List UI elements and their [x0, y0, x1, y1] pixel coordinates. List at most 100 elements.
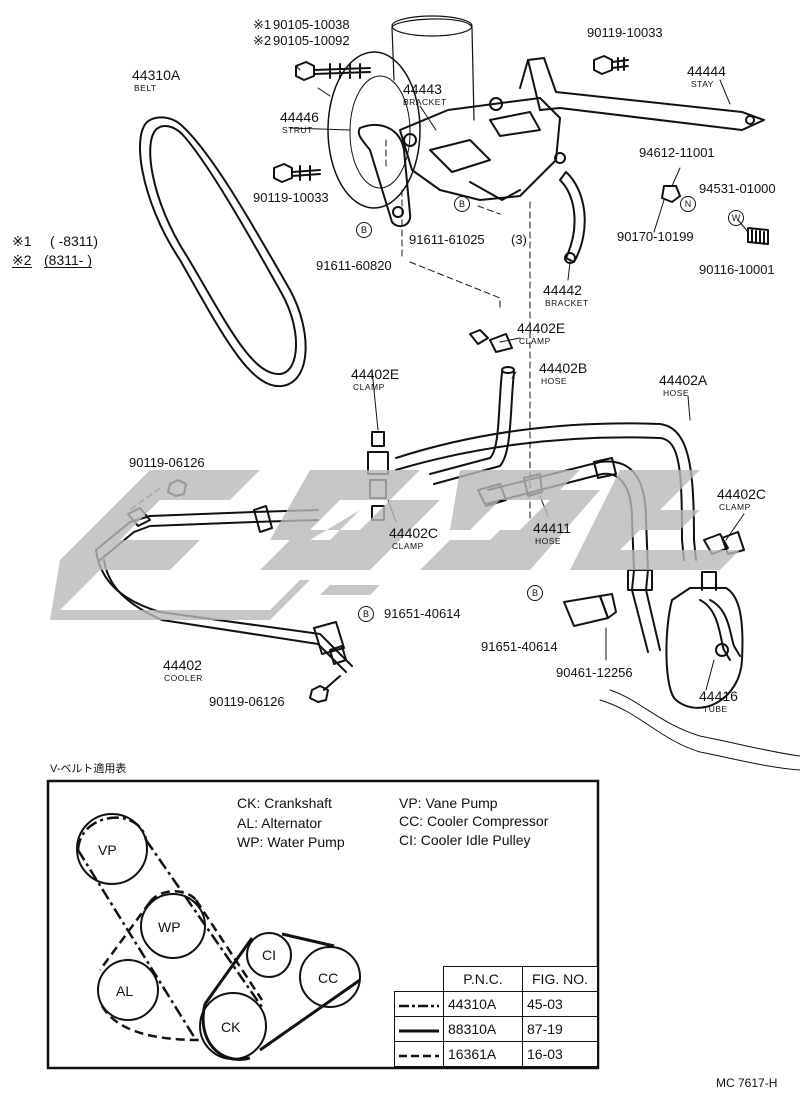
- belt-drawing: [139, 116, 307, 388]
- pnc-header-fig: FIG. NO.: [522, 966, 598, 992]
- pnc-row: 44310A 45-03: [394, 991, 598, 1017]
- bolt-06126-top-part-number[interactable]: 90119-06126: [129, 455, 205, 470]
- hose-b-part-name: HOSE: [541, 376, 568, 386]
- stay-drawing: [519, 57, 765, 131]
- clamp-c2-part-number[interactable]: 44402C: [389, 525, 439, 541]
- abbr-al: AL: Alternator: [237, 815, 322, 831]
- engine-outline: [599, 689, 800, 771]
- belt-part-number[interactable]: 44310A: [132, 67, 181, 83]
- clamps-drawing: [367, 329, 745, 627]
- bracket-44443-part-number[interactable]: 44443: [403, 81, 442, 97]
- marker-b-2: B: [454, 196, 470, 212]
- tube-part-number[interactable]: 44416: [699, 688, 738, 704]
- pump-pulley-drawing: [327, 51, 421, 209]
- bolt-b-part-number[interactable]: 90119-10033: [253, 190, 329, 205]
- variant-1-mark: ※1: [12, 233, 32, 249]
- washer-94531-part-number[interactable]: 94531-01000: [699, 181, 776, 196]
- marker-b-3: B: [358, 606, 374, 622]
- reservoir-drawing: [391, 15, 475, 121]
- hose-b-part-number[interactable]: 44402B: [539, 360, 588, 376]
- figure-code: MC 7617-H: [716, 1076, 778, 1090]
- cooler-part-name: COOLER: [164, 673, 203, 683]
- fig-cell[interactable]: 45-03: [522, 991, 598, 1017]
- pulley-ci-label: CI: [262, 947, 276, 963]
- line-sample-dash-dot: [394, 991, 444, 1017]
- abbr-wp: WP: Water Pump: [237, 834, 345, 850]
- bracket-44442-part-number[interactable]: 44442: [543, 282, 582, 298]
- pnc-header-blank: [394, 966, 444, 992]
- pnc-header-row: P.N.C. FIG. NO.: [394, 966, 598, 992]
- bracket-44443-part-name: BRACKET: [403, 97, 447, 107]
- hose-a-part-name: HOSE: [663, 388, 690, 398]
- bracket-44443-drawing: [399, 97, 566, 201]
- marker-b-1: B: [356, 222, 372, 238]
- stud-90116-part-number[interactable]: 90116-10001: [699, 262, 775, 277]
- pnc-table: P.N.C. FIG. NO. 44310A 45-03 88310A 87-1…: [394, 966, 598, 1067]
- clamp-c1-part-number[interactable]: 44402C: [717, 486, 767, 502]
- clamp-e1-part-number[interactable]: 44402E: [517, 320, 566, 336]
- pnc-row: 88310A 87-19: [394, 1016, 598, 1042]
- bolt-91651-b-part-number[interactable]: 91651-40614: [481, 639, 558, 654]
- line-sample-dashed: [394, 1041, 444, 1067]
- hose-44411-part-name: HOSE: [535, 536, 562, 546]
- fig-cell[interactable]: 87-19: [522, 1016, 598, 1042]
- bolt-a-variant2-mark: ※2: [253, 33, 272, 48]
- pnc-cell[interactable]: 88310A: [443, 1016, 523, 1042]
- bracket-44442-part-name: BRACKET: [545, 298, 589, 308]
- hose-a-part-number[interactable]: 44402A: [659, 372, 708, 388]
- variant-2-range: (8311- ): [44, 252, 92, 268]
- bolt-91611-61025-part-number[interactable]: 91611-61025: [409, 232, 485, 247]
- bracket-44442-drawing: [559, 171, 586, 264]
- bolt-06126-bottom-part-number[interactable]: 90119-06126: [209, 694, 285, 709]
- legend-title: V-ベルト適用表: [50, 763, 127, 775]
- stay-part-name: STAY: [691, 79, 714, 89]
- marker-b-4: B: [527, 585, 543, 601]
- clamp-e2-part-name: CLAMP: [353, 382, 385, 392]
- clamp-90461-part-number[interactable]: 90461-12256: [556, 665, 633, 680]
- clamp-c2-part-name: CLAMP: [392, 541, 424, 551]
- hose-44402b-drawing: [429, 366, 515, 485]
- belt-part-name: BELT: [134, 83, 157, 93]
- marker-n: N: [680, 196, 696, 212]
- legend-box: [46, 779, 600, 1070]
- nut-94612-part-number[interactable]: 94612-11001: [639, 145, 715, 160]
- abbr-ci: CI: Cooler Idle Pulley: [399, 832, 531, 848]
- variant-2-mark: ※2: [12, 252, 32, 268]
- bolt-a-part-number-1[interactable]: 90105-10038: [273, 17, 350, 32]
- fig-cell[interactable]: 16-03: [522, 1041, 598, 1067]
- stud-drawing: [661, 185, 769, 245]
- cooler-part-number[interactable]: 44402: [163, 657, 202, 673]
- line-sample-solid: [394, 1016, 444, 1042]
- bolt-91651-a-part-number[interactable]: 91651-40614: [384, 606, 461, 621]
- strut-part-name: STRUT: [282, 125, 313, 135]
- tank-drawing: [665, 571, 744, 709]
- pnc-cell[interactable]: 16361A: [443, 1041, 523, 1067]
- marker-w: W: [728, 210, 744, 226]
- pnc-row: 16361A 16-03: [394, 1041, 598, 1067]
- nut-90170-part-number[interactable]: 90170-10199: [617, 229, 694, 244]
- tube-part-name: TUBE: [703, 704, 728, 714]
- pnc-cell[interactable]: 44310A: [443, 991, 523, 1017]
- stay-part-number[interactable]: 44444: [687, 63, 726, 79]
- clamp-e1-part-name: CLAMP: [519, 336, 551, 346]
- abbr-vp: VP: Vane Pump: [399, 795, 498, 811]
- bolt-91611-61025-qty: (3): [511, 232, 527, 247]
- watermark: [50, 470, 740, 620]
- strut-part-number[interactable]: 44446: [280, 109, 319, 125]
- variant-1-range: ( -8311): [50, 233, 98, 249]
- strut-drawing: [357, 124, 412, 228]
- pnc-header-pnc: P.N.C.: [443, 966, 523, 992]
- pulley-cc-label: CC: [318, 970, 339, 986]
- abbr-cc: CC: Cooler Compressor: [399, 813, 549, 829]
- bolt-a-part-number-2[interactable]: 90105-10092: [273, 33, 350, 48]
- pulley-ck-label: CK: [221, 1019, 241, 1035]
- clamp-e2-part-number[interactable]: 44402E: [351, 366, 400, 382]
- bolt-a-variant1-mark: ※1: [253, 17, 272, 32]
- pulley-vp-label: VP: [98, 842, 117, 858]
- pulley-wp-label: WP: [158, 919, 181, 935]
- hose-44411-part-number[interactable]: 44411: [533, 520, 571, 536]
- bolt-91611-60820-part-number[interactable]: 91611-60820: [316, 258, 392, 273]
- bolt-c-part-number[interactable]: 90119-10033: [587, 25, 663, 40]
- clamp-c1-part-name: CLAMP: [719, 502, 751, 512]
